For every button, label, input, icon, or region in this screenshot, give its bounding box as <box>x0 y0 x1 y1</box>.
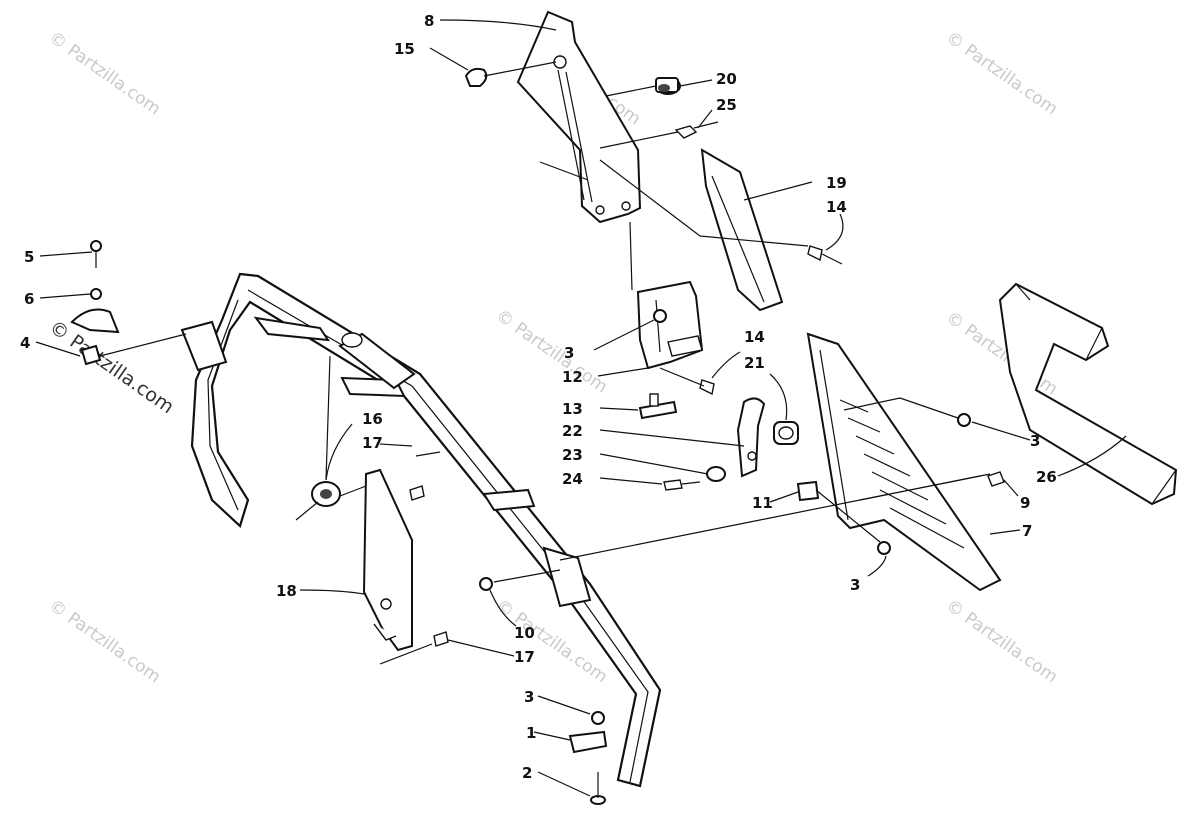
callout-10: 10 <box>514 624 535 642</box>
clamp-6 <box>70 308 120 334</box>
callout-24: 24 <box>562 470 583 488</box>
upper-plate-hole <box>621 201 631 211</box>
screw-24 <box>663 479 683 491</box>
callout-9: 9 <box>1020 494 1030 512</box>
nut-10 <box>479 577 493 591</box>
callout-20: 20 <box>716 70 737 88</box>
watermark: © Partzilla.com <box>45 596 164 688</box>
rivet-17 <box>409 485 425 501</box>
frame-bracket <box>253 316 331 342</box>
callout-26: 26 <box>1036 468 1057 486</box>
callout-22: 22 <box>562 422 583 440</box>
rivet-14 <box>807 245 823 262</box>
nut-3 <box>591 711 605 725</box>
washer-6 <box>90 288 102 300</box>
louvered-panel-7 <box>806 332 1002 592</box>
screw-15 <box>464 67 488 87</box>
bracket-12 <box>636 280 704 370</box>
callout-3: 3 <box>850 576 860 594</box>
callout-21: 21 <box>744 354 765 372</box>
bolt-5 <box>90 240 102 268</box>
frame-bracket <box>180 320 228 372</box>
parts <box>70 10 1178 805</box>
callout-6: 6 <box>24 290 34 308</box>
frame-bracket <box>542 546 592 608</box>
handle-26 <box>998 282 1178 506</box>
watermark: © Partzilla.com <box>942 596 1061 688</box>
callouts: 8 15 20 25 19 14 5 6 4 3 12 14 21 13 22 … <box>20 12 1057 782</box>
callout-11: 11 <box>752 494 773 512</box>
callout-3: 3 <box>524 688 534 706</box>
callout-5: 5 <box>24 248 34 266</box>
callout-1: 1 <box>526 724 536 742</box>
upper-plate-hole <box>595 205 605 215</box>
screw-9 <box>987 471 1005 487</box>
callout-13: 13 <box>562 400 583 418</box>
panel-18 <box>362 468 413 652</box>
nut-3 <box>877 541 891 555</box>
upper-mount-plate <box>516 10 642 224</box>
watermark: © Partzilla.com <box>492 306 611 398</box>
grommet-20 <box>655 77 681 95</box>
rivet-14-lower <box>699 379 715 396</box>
callout-7: 7 <box>1022 522 1032 540</box>
frame-bracket <box>568 730 608 754</box>
callout-15: 15 <box>394 40 415 58</box>
callout-17: 17 <box>362 434 383 452</box>
nut-3 <box>957 413 971 427</box>
watermark: © Partzilla.com <box>45 28 164 120</box>
callout-3: 3 <box>1030 432 1040 450</box>
callout-25: 25 <box>716 96 737 114</box>
callout-17: 17 <box>514 648 535 666</box>
rivet-17 <box>433 631 449 647</box>
callout-8: 8 <box>424 12 434 30</box>
hoop-frame <box>190 272 662 788</box>
callout-4: 4 <box>20 334 30 352</box>
spacer-21 <box>773 421 799 445</box>
panel-louvers <box>839 399 965 549</box>
clip-11 <box>796 480 820 502</box>
washer-23 <box>706 466 726 482</box>
bolt-13 <box>638 400 678 420</box>
callout-19: 19 <box>826 174 847 192</box>
callout-16: 16 <box>362 410 383 428</box>
watermark: © Partzilla.com <box>942 28 1061 120</box>
callout-14: 14 <box>826 198 847 216</box>
nut-3 <box>653 309 667 323</box>
bracket-foot <box>667 335 703 357</box>
latch-22 <box>736 397 766 478</box>
leader-lines <box>35 19 1127 797</box>
rivet-25 <box>674 125 698 139</box>
bushing-16 <box>311 481 341 507</box>
callout-18: 18 <box>276 582 297 600</box>
callout-3: 3 <box>564 344 574 362</box>
frame-sleeve <box>338 332 416 390</box>
bolt-2 <box>590 772 606 805</box>
callout-2: 2 <box>522 764 532 782</box>
side-panel-19 <box>700 148 784 312</box>
frame-bracket <box>482 488 536 512</box>
callout-12: 12 <box>562 368 583 386</box>
upper-plate-inner-line <box>557 69 585 201</box>
bracket-4 <box>80 344 102 366</box>
callout-14: 14 <box>744 328 765 346</box>
callout-23: 23 <box>562 446 583 464</box>
